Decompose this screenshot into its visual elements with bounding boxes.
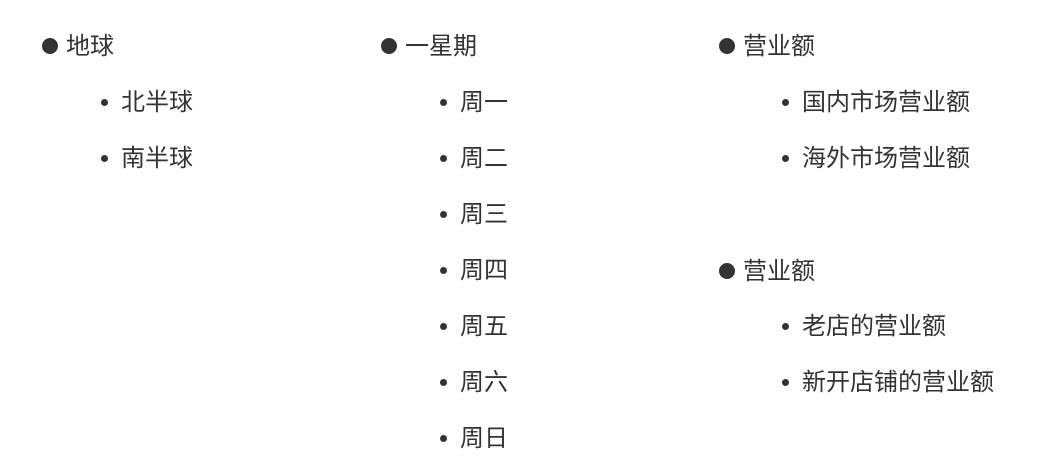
- list-item-label: 南半球: [121, 144, 193, 172]
- list-item-label: 海外市场营业额: [802, 144, 970, 172]
- bullet-dot-icon: [440, 379, 447, 386]
- bullet-dot-icon: [719, 263, 735, 279]
- bullet-dot-icon: [42, 38, 58, 54]
- list-heading-label: 营业额: [743, 32, 815, 60]
- list-item-label: 老店的营业额: [802, 312, 946, 340]
- list-item-label: 周六: [460, 368, 508, 396]
- list-item-label: 新开店铺的营业额: [802, 368, 994, 396]
- bullet-dot-icon: [440, 99, 447, 106]
- list-item-label: 北半球: [121, 88, 193, 116]
- list-item-label: 周四: [460, 256, 508, 284]
- bullet-dot-icon: [440, 155, 447, 162]
- bullet-dot-icon: [782, 323, 789, 330]
- list-item-label: 周日: [460, 424, 508, 452]
- bullet-dot-icon: [101, 99, 108, 106]
- list-heading-label: 地球: [66, 32, 114, 60]
- list-item-label: 周二: [460, 144, 508, 172]
- bullet-dot-icon: [782, 99, 789, 106]
- bullet-dot-icon: [440, 435, 447, 442]
- list-item-label: 周五: [460, 312, 508, 340]
- list-heading-label: 一星期: [405, 32, 477, 60]
- bullet-dot-icon: [782, 155, 789, 162]
- list-item-label: 周三: [460, 200, 508, 228]
- bullet-dot-icon: [440, 323, 447, 330]
- list-item-label: 周一: [460, 88, 508, 116]
- bullet-dot-icon: [440, 267, 447, 274]
- list-heading-label: 营业额: [743, 257, 815, 285]
- bullet-dot-icon: [782, 379, 789, 386]
- bullet-dot-icon: [440, 211, 447, 218]
- bullet-dot-icon: [381, 38, 397, 54]
- bullet-dot-icon: [719, 38, 735, 54]
- bullet-dot-icon: [101, 155, 108, 162]
- list-item-label: 国内市场营业额: [802, 88, 970, 116]
